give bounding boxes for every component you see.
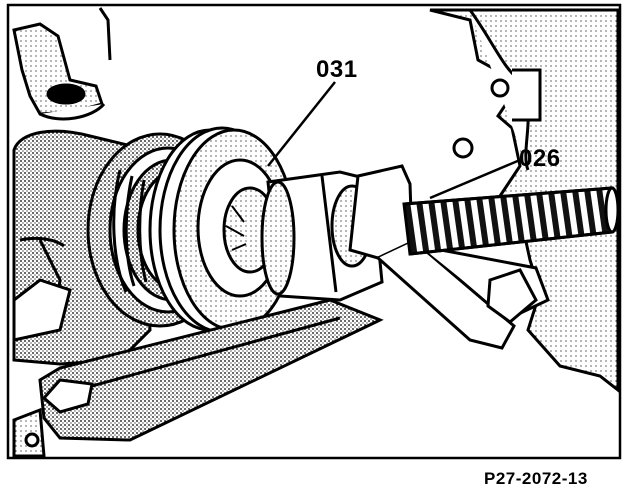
leader-lines	[267, 81, 521, 200]
base-rail	[12, 298, 384, 458]
leader-031	[267, 81, 336, 167]
callout-026: 026	[519, 145, 561, 172]
upper-bracket	[12, 7, 112, 121]
figure-id: P27-2072-13	[484, 469, 588, 488]
callout-031: 031	[316, 56, 358, 83]
pressure-plate-stack	[148, 126, 296, 334]
puller-bar	[348, 164, 550, 350]
leader-026	[429, 158, 521, 200]
threaded-spindle	[402, 186, 620, 256]
